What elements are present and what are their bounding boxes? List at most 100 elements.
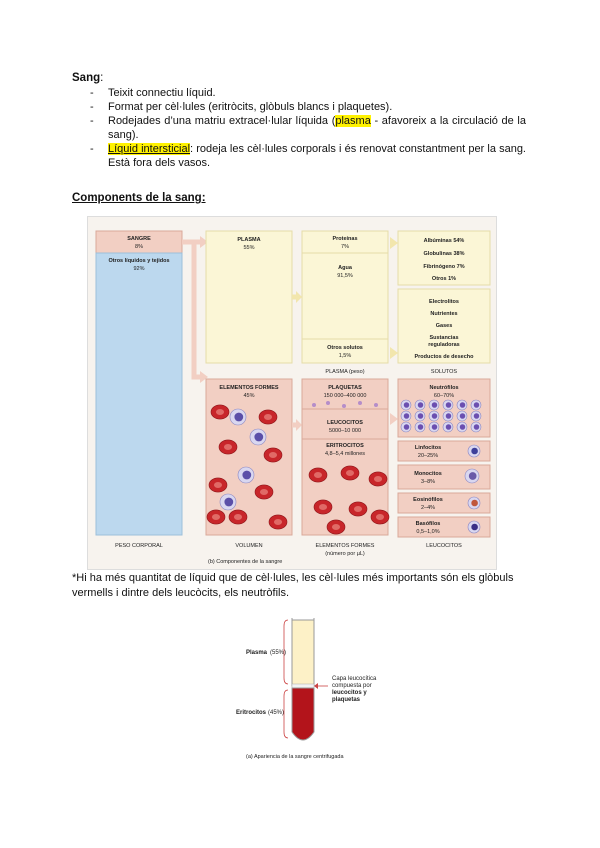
svg-text:ERITROCITOS: ERITROCITOS [326,443,364,449]
svg-text:PLASMA (peso): PLASMA (peso) [325,369,364,375]
red-blood-cell-center [332,524,340,530]
red-blood-cell-center [346,470,354,476]
buffy-coat-layer [292,684,314,688]
white-blood-cell-nucleus [474,424,480,430]
svg-text:3–8%: 3–8% [421,479,435,485]
svg-text:reguladoras: reguladoras [428,342,459,348]
centrifuged-blood-figure: Plasma (55%) Eritrocitos (45%) Capa leuc… [232,612,400,764]
svg-text:Gases: Gases [436,323,453,329]
white-blood-cell-nucleus [404,402,410,408]
svg-text:Electrolitos: Electrolitos [429,299,459,305]
svg-text:VOLUMEN: VOLUMEN [235,543,262,549]
platelet [342,404,346,408]
white-blood-cell-nucleus [242,471,251,480]
svg-text:(número por µL): (número por µL) [325,551,365,557]
red-blood-cell-center [234,514,242,520]
white-blood-cell-nucleus [460,413,466,419]
svg-text:60–70%: 60–70% [434,393,454,399]
red-blood-cell-center [216,409,224,415]
blood-components-figure: SANGRE 8% Otros líquidos y tejidos 92% P… [87,216,497,570]
white-blood-cell-nucleus [446,424,452,430]
svg-text:(a) Apariencia de la sangre ce: (a) Apariencia de la sangre centrifugada [246,754,344,760]
arrow [182,242,200,377]
section-heading: Sang: [72,72,103,84]
svg-text:Albúminas 54%: Albúminas 54% [424,238,465,244]
platelet [326,401,330,405]
white-blood-cell-nucleus [432,424,438,430]
red-blood-cell-center [224,444,232,450]
platelet [374,403,378,407]
svg-text:91,5%: 91,5% [337,273,353,279]
white-blood-cell-nucleus [469,472,477,480]
white-blood-cell-nucleus [234,413,243,422]
white-blood-cell-nucleus [474,402,480,408]
heading-label: Sang [72,72,100,84]
white-blood-cell-nucleus [418,413,424,419]
svg-text:PESO CORPORAL: PESO CORPORAL [115,543,163,549]
white-blood-cell-nucleus [446,413,452,419]
svg-text:PLASMA: PLASMA [237,237,260,243]
svg-text:(45%): (45%) [268,710,284,716]
white-blood-cell-nucleus [404,424,410,430]
svg-text:Linfocitos: Linfocitos [415,445,441,451]
svg-text:8%: 8% [135,244,143,250]
white-blood-cell-nucleus [471,500,478,507]
svg-text:Fibrinógeno 7%: Fibrinógeno 7% [423,264,464,270]
red-blood-cell-center [314,472,322,478]
svg-text:0,5–1,0%: 0,5–1,0% [416,529,439,535]
white-blood-cell-nucleus [254,433,263,442]
erythrocyte-layer [292,688,314,740]
list-item: - Líquid intersticial: rodeja les cèl·lu… [90,142,526,170]
white-blood-cell-nucleus [404,413,410,419]
svg-text:Monocitos: Monocitos [414,471,442,477]
red-blood-cell-center [212,514,220,520]
subheading: Components de la sang: [72,192,206,204]
blood-components-diagram: SANGRE 8% Otros líquidos y tejidos 92% P… [88,217,498,571]
white-blood-cell-nucleus [418,424,424,430]
test-tube-diagram: Plasma (55%) Eritrocitos (45%) Capa leuc… [232,612,400,764]
red-blood-cell-center [376,514,384,520]
red-blood-cell-center [269,452,277,458]
white-blood-cell-nucleus [460,424,466,430]
svg-text:ELEMENTOS FORMES: ELEMENTOS FORMES [219,385,279,391]
svg-text:Eosinófilos: Eosinófilos [413,497,443,503]
white-blood-cell-nucleus [474,413,480,419]
svg-text:LEUCOCITOS: LEUCOCITOS [426,543,462,549]
highlight-plasma: plasma [335,115,370,127]
platelet [358,401,362,405]
svg-text:92%: 92% [133,266,144,272]
white-blood-cell-nucleus [432,402,438,408]
svg-text:LEUCOCITOS: LEUCOCITOS [327,420,363,426]
red-blood-cell-center [374,476,382,482]
svg-text:45%: 45% [243,393,254,399]
plasma-layer [292,620,314,686]
svg-text:plaquetas: plaquetas [332,697,361,703]
svg-text:leucocitos y: leucocitos y [332,690,367,696]
svg-text:PLAQUETAS: PLAQUETAS [328,385,362,391]
svg-text:SOLUTOS: SOLUTOS [431,369,458,375]
svg-text:Nutrientes: Nutrientes [430,311,457,317]
svg-text:Otros solutos: Otros solutos [327,345,363,351]
otros-liquidos-box [96,253,182,535]
bullet-list: - Teixit connectiu líquid. - Format per … [90,86,526,170]
list-item: - Format per cèl·lules (eritròcits, glòb… [90,100,526,114]
white-blood-cell-nucleus [446,402,452,408]
svg-text:7%: 7% [341,244,349,250]
red-blood-cell-center [274,519,282,525]
platelet [312,403,316,407]
svg-text:Otros 1%: Otros 1% [432,276,456,282]
red-blood-cell-center [264,414,272,420]
svg-text:150 000–400 000: 150 000–400 000 [324,393,367,399]
svg-text:Sustancias: Sustancias [429,335,458,341]
white-blood-cell-nucleus [460,402,466,408]
svg-text:(55%): (55%) [270,650,286,656]
svg-text:55%: 55% [243,245,254,251]
svg-text:Neutrófilos: Neutrófilos [429,385,458,391]
list-item: - Rodejades d’una matriu extracel·lular … [90,114,526,142]
list-item: - Teixit connectiu líquid. [90,86,526,100]
svg-text:Globulinas 38%: Globulinas 38% [424,251,465,257]
svg-text:Plasma: Plasma [246,650,268,656]
svg-text:compuesta por: compuesta por [332,683,372,689]
svg-text:5000–10 000: 5000–10 000 [329,428,361,434]
